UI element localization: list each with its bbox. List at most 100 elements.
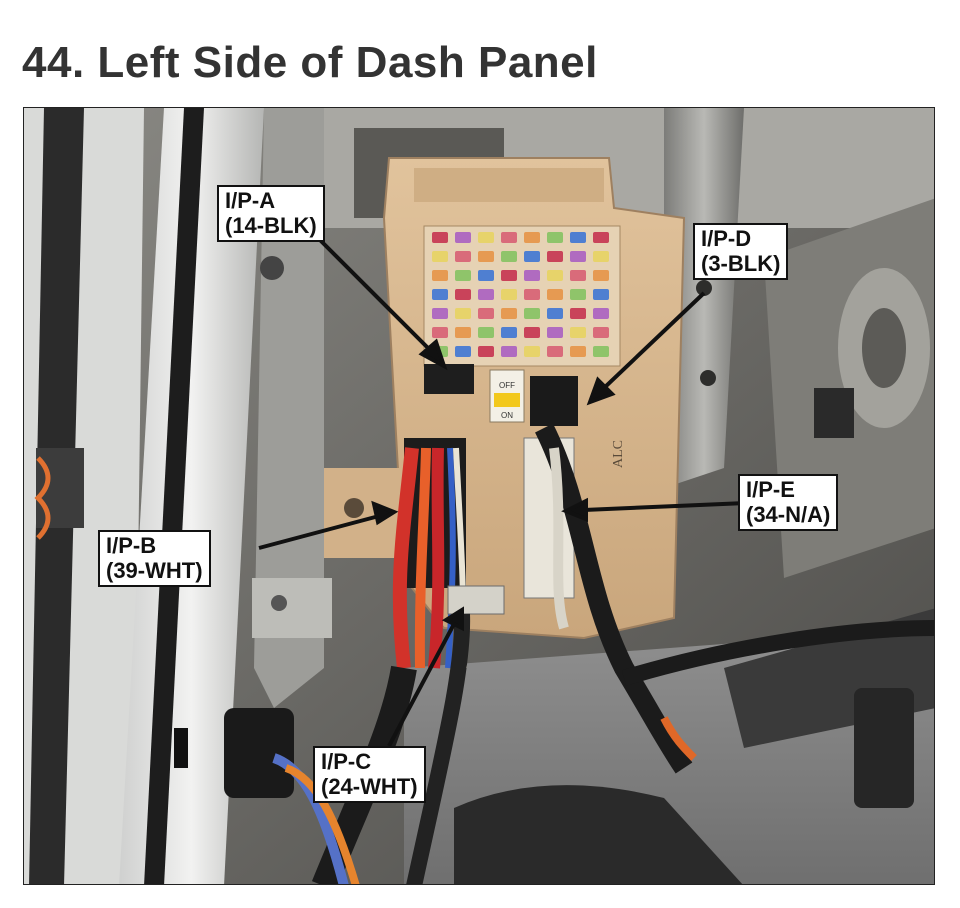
callout-ip-c: I/P-C (24-WHT) [313, 746, 426, 803]
callout-ip-b-name: I/P-B [106, 533, 157, 558]
fuse [524, 270, 540, 281]
fuse [547, 251, 563, 262]
fuse [432, 251, 448, 262]
fuse [570, 251, 586, 262]
harness-ipc [406, 613, 471, 884]
fuse [478, 308, 494, 319]
pillar-gap [144, 108, 204, 884]
callout-arrows [258, 234, 747, 747]
fuse [593, 289, 609, 300]
fuse [547, 346, 563, 357]
arrow-ipb [258, 514, 380, 550]
arrowhead-ipd [586, 376, 616, 406]
arrowhead-ipa [418, 338, 448, 371]
fuse [501, 346, 517, 357]
callout-ip-b-spec: (39-WHT) [106, 558, 203, 583]
junction-side-text: ALC [611, 440, 626, 468]
callout-ip-b: I/P-B (39-WHT) [98, 530, 211, 587]
callout-ip-d: I/P-D (3-BLK) [693, 223, 789, 280]
arrow-ipc [387, 623, 456, 747]
fuse [432, 270, 448, 281]
fuse [570, 289, 586, 300]
cross-member [664, 108, 744, 488]
switch-off-label: OFF [499, 381, 515, 390]
fuse [570, 270, 586, 281]
fuse [501, 327, 517, 338]
fuse [478, 346, 494, 357]
fuse [478, 270, 494, 281]
fuse [593, 308, 609, 319]
connector-ipd [530, 376, 578, 426]
fuse [455, 346, 471, 357]
fuse [547, 270, 563, 281]
frame-hole-1 [696, 280, 712, 296]
fuse [455, 232, 471, 243]
callout-ip-a-spec: (14-BLK) [225, 213, 317, 238]
fuse [501, 232, 517, 243]
fuse [524, 327, 540, 338]
callout-ip-c-spec: (24-WHT) [321, 774, 418, 799]
fuse [501, 308, 517, 319]
steering-shaft [862, 308, 906, 388]
lower-wires-blue [272, 753, 349, 884]
fuse [593, 270, 609, 281]
dash-panel-illustration: OFF ON ALC [24, 108, 934, 884]
fuse [524, 346, 540, 357]
trim-slot [174, 728, 188, 768]
lower-connector-1 [224, 708, 294, 798]
fuse [501, 289, 517, 300]
fuse [455, 327, 471, 338]
callout-ip-e-name: I/P-E [746, 477, 795, 502]
connector-ipa [424, 364, 474, 394]
fuse [570, 327, 586, 338]
fuse [524, 251, 540, 262]
connector-ipc [447, 585, 505, 615]
arrow-ipd [602, 291, 706, 390]
fuse [593, 346, 609, 357]
floor-shadow [454, 785, 743, 884]
mount-hole [344, 498, 364, 518]
callout-ip-e-spec: (34-N/A) [746, 502, 831, 527]
page-title: 44. Left Side of Dash Panel [22, 38, 598, 87]
callout-ip-a-name: I/P-A [225, 188, 276, 213]
pedal [854, 688, 914, 808]
fuse [455, 289, 471, 300]
fuse [501, 270, 517, 281]
fuse [501, 251, 517, 262]
fuse [593, 232, 609, 243]
frame-hole-2 [700, 370, 716, 386]
bolt-lower-bracket [271, 595, 287, 611]
fuse [432, 289, 448, 300]
fuse [593, 327, 609, 338]
fuse-grid [423, 225, 621, 367]
fuse [455, 270, 471, 281]
arrowhead-ipb [371, 500, 399, 526]
fuse [570, 346, 586, 357]
switch-lever [494, 393, 520, 407]
fuse [432, 308, 448, 319]
fuse-panel [423, 225, 621, 367]
callout-ip-a: I/P-A (14-BLK) [217, 185, 325, 242]
fuse [455, 308, 471, 319]
bolt-left-top [260, 256, 284, 280]
fuse [524, 289, 540, 300]
fuse [478, 289, 494, 300]
arrow-ipa [314, 234, 436, 356]
fuse [547, 327, 563, 338]
junction-top-rib [414, 168, 604, 202]
fuse [478, 232, 494, 243]
arrowhead-ipe [561, 497, 588, 522]
fuse [570, 232, 586, 243]
callout-ip-d-spec: (3-BLK) [701, 251, 781, 276]
fuse [593, 251, 609, 262]
fuse [524, 232, 540, 243]
fuse [478, 327, 494, 338]
fuse [524, 308, 540, 319]
arrowhead-ipc [441, 606, 464, 632]
fuse [570, 308, 586, 319]
column-connector [814, 388, 854, 438]
door-wires [34, 456, 51, 540]
lower-wires-orange [284, 764, 360, 884]
fuse [547, 232, 563, 243]
callout-ip-e: I/P-E (34-N/A) [738, 474, 839, 531]
